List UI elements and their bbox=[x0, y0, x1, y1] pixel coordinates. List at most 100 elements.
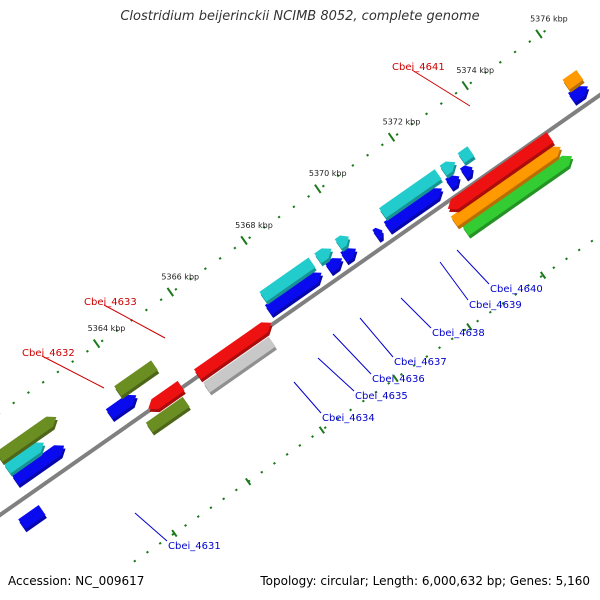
gene-blue[interactable] bbox=[18, 505, 46, 530]
scale-dot-upper bbox=[526, 284, 530, 287]
scale-dot-lower bbox=[498, 60, 502, 64]
gene-olive[interactable] bbox=[0, 416, 57, 462]
gene-label-leader bbox=[411, 69, 471, 107]
gene-olive[interactable] bbox=[145, 396, 190, 433]
gene-label[interactable]: Cbei_4633 bbox=[84, 297, 137, 308]
scale-dot-upper bbox=[590, 239, 594, 243]
scale-tick-label: 5374 kbp bbox=[456, 66, 494, 75]
scale-dot-lower bbox=[439, 102, 443, 105]
gene-gray[interactable] bbox=[203, 336, 276, 393]
scale-dot-upper bbox=[488, 310, 492, 314]
gene-label[interactable]: Cbei_4634 bbox=[322, 413, 375, 424]
scale-dot-upper bbox=[260, 470, 264, 474]
gene-label[interactable]: Cbei_4631 bbox=[168, 541, 221, 552]
scale-dot-upper bbox=[196, 515, 200, 519]
gene-label-leader bbox=[134, 512, 168, 542]
scale-dot-upper bbox=[463, 328, 467, 332]
scale-dot-lower bbox=[395, 133, 399, 136]
scale-dot-upper bbox=[133, 559, 137, 563]
scale-tick bbox=[392, 374, 399, 383]
scale-tick-label: 5372 kbp bbox=[383, 118, 421, 127]
scale-dot-lower bbox=[159, 298, 163, 302]
gene-blue[interactable] bbox=[264, 272, 322, 315]
scale-dot-lower bbox=[380, 143, 384, 147]
gene-cyan[interactable] bbox=[439, 161, 456, 176]
topology-text: Topology: circular; Length: 6,000,632 bp… bbox=[260, 574, 590, 588]
gene-label[interactable]: Cbei_4640 bbox=[490, 284, 543, 295]
gene-olive[interactable] bbox=[114, 360, 158, 397]
scale-dot-lower bbox=[100, 339, 104, 343]
gene-label[interactable]: Cbei_4637 bbox=[394, 357, 447, 368]
gene-label-leader bbox=[41, 355, 105, 389]
gene-cyan[interactable] bbox=[259, 257, 316, 302]
genome-backbone bbox=[0, 92, 600, 518]
scale-dot-upper bbox=[539, 275, 543, 279]
scale-dot-upper bbox=[552, 266, 556, 270]
scale-dot-upper bbox=[476, 319, 480, 323]
gene-blue[interactable] bbox=[459, 165, 473, 179]
gene-green[interactable] bbox=[462, 155, 572, 236]
gene-cyan[interactable] bbox=[3, 442, 44, 474]
gene-blue[interactable] bbox=[340, 248, 356, 263]
gene-label-leader bbox=[439, 261, 469, 301]
scale-tick bbox=[539, 271, 547, 280]
scale-dot-upper bbox=[234, 488, 238, 492]
gene-label[interactable]: Cbei_4641 bbox=[392, 62, 445, 73]
gene-red[interactable] bbox=[194, 322, 272, 380]
gene-label[interactable]: Cbei_4636 bbox=[372, 374, 425, 385]
scale-dot-lower bbox=[484, 71, 488, 75]
scale-dot-upper bbox=[349, 408, 353, 412]
scale-tick bbox=[466, 322, 473, 331]
scale-tick bbox=[387, 132, 396, 142]
scale-tick-label: 5376 kbp bbox=[530, 14, 568, 23]
gene-blue[interactable] bbox=[383, 188, 443, 232]
scale-dot-lower bbox=[543, 29, 547, 33]
gene-blue[interactable] bbox=[11, 445, 65, 485]
scale-dot-lower bbox=[336, 174, 340, 178]
gene-label-leader bbox=[359, 317, 394, 358]
gene-blue[interactable] bbox=[105, 394, 137, 419]
scale-tick bbox=[240, 235, 248, 246]
scale-dot-upper bbox=[158, 541, 162, 545]
scale-tick-label: 5364 kbp bbox=[88, 324, 126, 333]
scale-dot-lower bbox=[115, 329, 119, 333]
scale-tick-label: 5366 kbp bbox=[161, 272, 199, 281]
scale-dot-upper bbox=[311, 435, 315, 439]
gene-cyan[interactable] bbox=[457, 146, 475, 163]
scale-dot-upper bbox=[425, 355, 429, 359]
gene-blue[interactable] bbox=[372, 227, 383, 240]
scale-dot-upper bbox=[374, 390, 378, 394]
scale-dot-upper bbox=[361, 399, 365, 403]
gene-orange[interactable] bbox=[562, 70, 584, 90]
gene-red[interactable] bbox=[447, 132, 554, 210]
scale-dot-upper bbox=[323, 426, 327, 430]
scale-dot-upper bbox=[399, 372, 403, 376]
gene-cyan[interactable] bbox=[334, 235, 349, 250]
gene-orange[interactable] bbox=[450, 146, 561, 227]
scale-tick-label: 5370 kbp bbox=[309, 169, 347, 178]
scale-dot-upper bbox=[438, 346, 441, 350]
gene-label[interactable]: Cbei_4638 bbox=[432, 328, 485, 339]
scale-dot-upper bbox=[412, 364, 416, 367]
scale-dot-lower bbox=[454, 91, 458, 95]
gene-cyan[interactable] bbox=[314, 248, 332, 264]
gene-label[interactable]: Cbei_4639 bbox=[469, 300, 522, 311]
scale-tick bbox=[166, 287, 174, 297]
scale-dot-upper bbox=[514, 292, 518, 296]
scale-dot-upper bbox=[171, 532, 175, 536]
scale-dot-lower bbox=[307, 194, 311, 198]
map-title: Clostridium beijerinckii NCIMB 8052, com… bbox=[120, 9, 480, 24]
scale-dot-upper bbox=[450, 337, 454, 341]
scale-dot-lower bbox=[528, 40, 532, 44]
scale-dot-lower bbox=[12, 401, 16, 405]
scale-dot-upper bbox=[145, 550, 149, 554]
gene-label[interactable]: Cbei_4635 bbox=[355, 391, 408, 402]
gene-blue[interactable] bbox=[445, 175, 460, 189]
gene-cyan[interactable] bbox=[379, 169, 442, 218]
gene-red[interactable] bbox=[148, 380, 185, 410]
gene-label[interactable]: Cbei_4632 bbox=[22, 348, 75, 359]
gene-blue[interactable] bbox=[324, 258, 343, 274]
gene-label-leader bbox=[400, 297, 432, 329]
scale-dot-lower bbox=[56, 370, 60, 374]
